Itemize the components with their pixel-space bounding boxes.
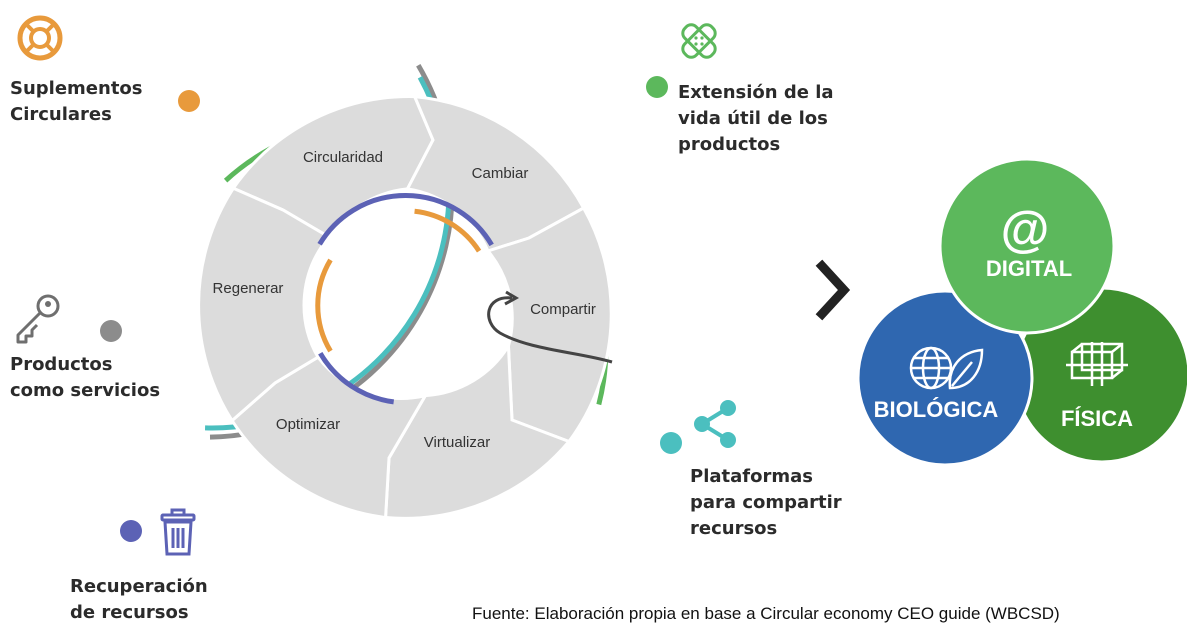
segment-label-cambiar: Cambiar bbox=[472, 165, 529, 182]
blue-dot bbox=[120, 520, 142, 542]
venn-label-fisica: FÍSICA bbox=[1061, 406, 1133, 431]
share-icon bbox=[694, 400, 736, 448]
curl-arrow bbox=[487, 296, 613, 364]
circle-digital bbox=[938, 157, 1116, 335]
segment-label-compartir: Compartir bbox=[530, 301, 596, 318]
trash-icon bbox=[160, 508, 196, 556]
segment-label-regenerar: Regenerar bbox=[213, 280, 284, 297]
green-dot bbox=[646, 76, 668, 98]
bandage-icon bbox=[681, 23, 717, 59]
source-caption: Fuente: Elaboración propia en base a Cir… bbox=[472, 604, 1060, 623]
venn-label-digital: DIGITAL bbox=[986, 256, 1072, 281]
orange-dot bbox=[178, 90, 200, 112]
lifebuoy-icon bbox=[17, 15, 63, 61]
segment-regenerar bbox=[197, 186, 332, 423]
label-productos-como-servicios: Productos como servicios bbox=[10, 354, 161, 401]
label-suplementos-circulares: Suplementos Circulares bbox=[10, 78, 143, 125]
curl-arrow-head bbox=[504, 290, 520, 306]
key-icon bbox=[16, 294, 60, 344]
label-plataformas-compartir: Plataformas para compartir recursos bbox=[690, 466, 842, 539]
segment-label-optimizar: Optimizar bbox=[276, 416, 340, 433]
globe-leaf-icon bbox=[909, 346, 984, 390]
inner-arc-blue-bottom bbox=[318, 352, 395, 405]
label-recuperacion-de-recursos: Recuperación de recursos bbox=[70, 576, 208, 623]
label-extension-vida-util: Extensión de la vida útil de los product… bbox=[678, 82, 834, 155]
box-3d-icon bbox=[1066, 342, 1128, 386]
inner-arc-blue-top bbox=[317, 193, 494, 247]
inner-arc-orange-left bbox=[315, 258, 333, 353]
inner-arc-orange-top bbox=[414, 208, 482, 253]
chevron-right-icon bbox=[815, 259, 851, 321]
teal-dot bbox=[660, 432, 682, 454]
gray-dot bbox=[100, 320, 122, 342]
at-symbol-icon: @ bbox=[1001, 201, 1050, 257]
venn-label-biologica: BIOLÓGICA bbox=[874, 397, 999, 422]
segment-label-virtualizar: Virtualizar bbox=[424, 434, 490, 451]
segment-label-circularidad: Circularidad bbox=[303, 149, 383, 166]
segment-compartir bbox=[485, 205, 613, 444]
